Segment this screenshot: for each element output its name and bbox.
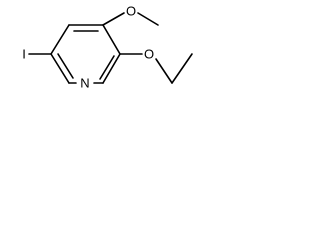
methoxy-oxygen-label: O: [126, 4, 136, 19]
bond-c3-c4: [102, 53, 121, 84]
ring-nitrogen-label: N: [80, 76, 89, 91]
iodine-label: I: [22, 47, 26, 62]
chemical-structure: I N O O: [22, 4, 193, 91]
bond-c2-c3: [102, 24, 121, 55]
bond-methoxy-o-ch3: [137, 12, 159, 26]
bond-c6-c5-inner: [57, 53, 74, 79]
bond-ch2-ch3: [171, 53, 193, 84]
bond-c2-methoxy-o: [102, 12, 125, 26]
bond-ethoxy-o-ch2: [155, 58, 173, 84]
ethoxy-oxygen-label: O: [144, 47, 154, 62]
bond-c5-c1: [50, 24, 70, 55]
bond-c6-c5: [50, 53, 70, 84]
bond-c3-c4-inner: [99, 55, 115, 80]
